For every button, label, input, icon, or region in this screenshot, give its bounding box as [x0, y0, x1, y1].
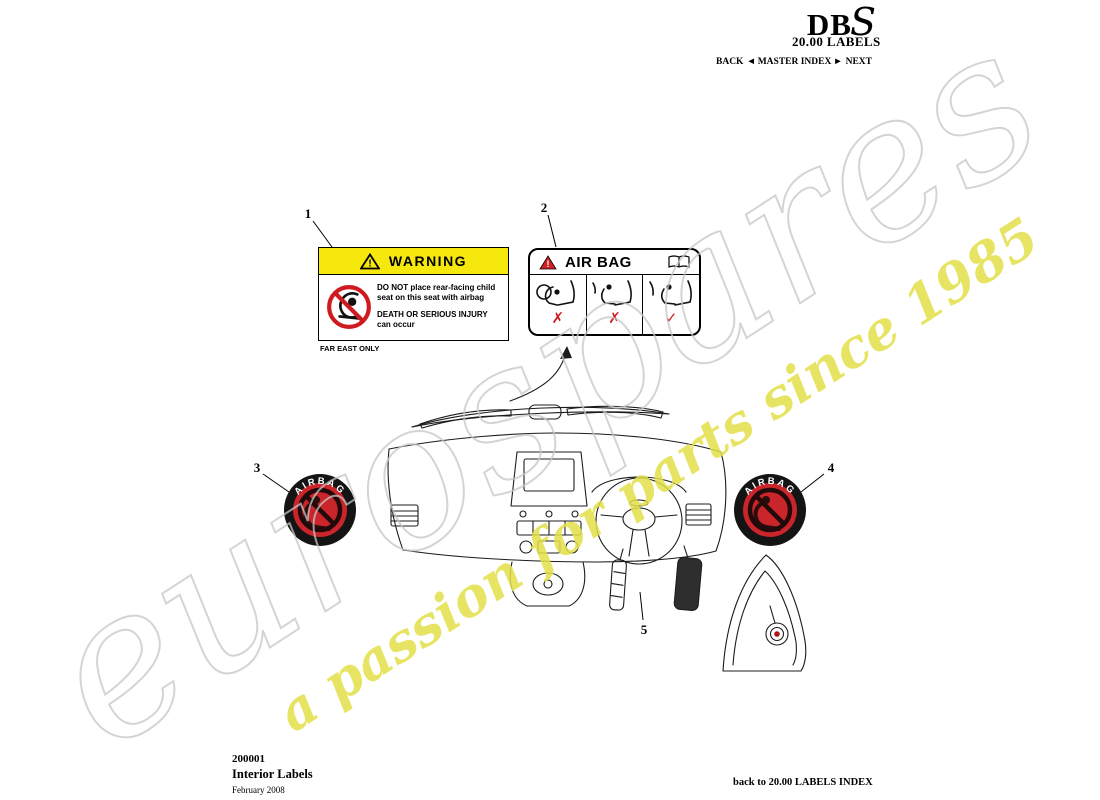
warning-label-body: DO NOT place rear-facing child seat on t… [319, 275, 508, 338]
airbag-label-grid: ✗ ✗ ✓ [530, 275, 699, 334]
round-airbag-label-right: AIRBAG [734, 474, 806, 546]
logo-s-text: S [849, 0, 876, 44]
airbag-cell-3: ✓ [643, 275, 699, 334]
labels-index-link[interactable]: back to 20.00 LABELS INDEX [733, 777, 873, 788]
back-arrow-icon: ◄ [746, 57, 756, 67]
allowed-mark: ✓ [664, 309, 678, 327]
logo-db-text: DB [806, 7, 852, 42]
warning-line-4: can occur [377, 319, 415, 329]
airbag-label-header: ! AIR BAG [530, 250, 699, 275]
nav-back-label: BACK [716, 57, 744, 67]
callout-leader-lines [262, 214, 825, 621]
dashboard-sketch [387, 346, 807, 672]
far-east-only-note: FAR EAST ONLY [320, 344, 380, 353]
warning-label-header: ! WARNING [319, 248, 508, 275]
next-arrow-icon: ► [833, 57, 843, 67]
callout-5[interactable]: 5 [641, 622, 648, 637]
warning-title: WARNING [388, 253, 468, 269]
warning-line-3: DEATH OR SERIOUS INJURY [377, 309, 488, 319]
svg-text:!: ! [547, 259, 550, 269]
footer-left: 200001 Interior Labels February 2008 [232, 753, 313, 795]
page-date: February 2008 [232, 785, 285, 795]
pagination-nav: BACK ◄ MASTER INDEX ► NEXT [716, 57, 872, 67]
airbag-cell-2: ✗ [587, 275, 644, 334]
nav-master-index-label: MASTER INDEX [757, 57, 832, 67]
drawing-number: 200001 [232, 753, 265, 765]
warning-label: ! WARNING DO NOT place rear-facing child… [318, 247, 509, 341]
callout-2[interactable]: 2 [541, 200, 548, 215]
prohibited-mark-2: ✗ [608, 309, 621, 327]
airbag-pictogram-rear-facing-icon [536, 280, 575, 306]
nav-next-label: NEXT [845, 57, 872, 67]
callout-1[interactable]: 1 [305, 206, 312, 221]
airbag-cell-1: ✗ [530, 275, 587, 334]
prohibited-mark-1: ✗ [551, 309, 565, 327]
nav-master-index-link[interactable]: MASTER INDEX [758, 57, 832, 67]
airbag-title: AIR BAG [565, 253, 632, 271]
section-title: 20.00 LABELS [792, 34, 881, 49]
airbag-pictogram-seat-back-icon [649, 280, 693, 306]
svg-text:!: ! [368, 258, 371, 269]
airbag-pictogram-forward-facing-icon [591, 280, 632, 306]
airbag-visor-label: ! AIR BAG ✗ [528, 248, 701, 336]
manual-book-icon [668, 255, 690, 268]
no-rear-facing-child-seat-icon [327, 284, 371, 329]
warning-text-block: DO NOT place rear-facing child seat on t… [377, 283, 499, 331]
dbs-logo: DBS [788, 0, 876, 44]
round-airbag-label-left: AIRBAG [284, 474, 356, 546]
alert-triangle-icon: ! [539, 254, 557, 269]
page-title: Interior Labels [232, 767, 313, 781]
nav-next-link[interactable]: ► NEXT [833, 57, 872, 67]
warning-line-1: DO NOT place rear-facing child [377, 282, 496, 292]
callout-3[interactable]: 3 [254, 460, 261, 475]
callout-4[interactable]: 4 [828, 460, 835, 475]
nav-back-link[interactable]: BACK ◄ [716, 57, 756, 67]
warning-triangle-icon: ! [359, 252, 380, 269]
warning-line-2: seat on this seat with airbag [377, 293, 485, 303]
